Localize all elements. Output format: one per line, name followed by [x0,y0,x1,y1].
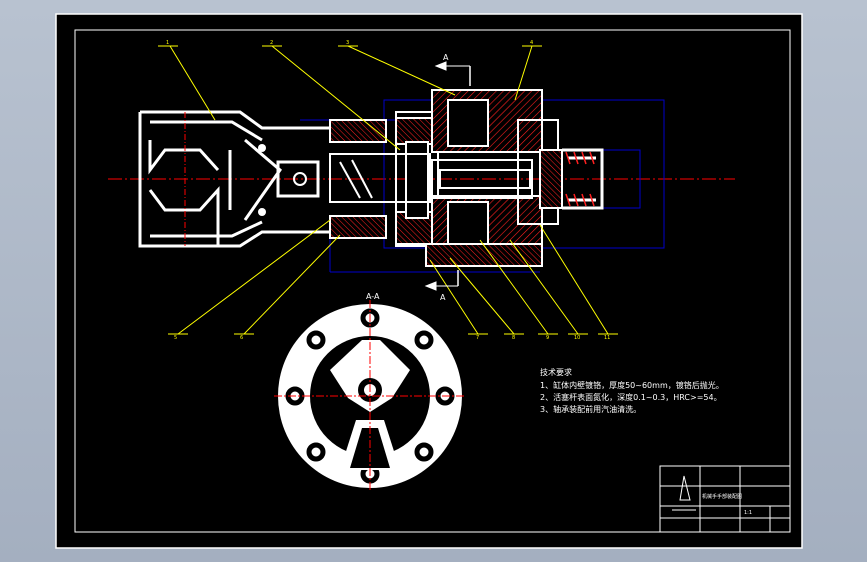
tech-requirement-3: 3、轴承装配前用汽油清洗。 [540,405,642,414]
finger-pins [258,144,307,216]
callout-labels: 1 2 3 4 5 6 7 8 9 10 11 [166,40,610,341]
tech-requirement-1: 1、缸体内壁镀铬，厚度50~60mm，镀铬后抛光。 [540,381,724,390]
gripper-fingers [138,110,330,248]
callout-8: 8 [512,335,515,341]
leader-lines [158,45,618,335]
title-block-figure [672,475,696,511]
section-marker-top [434,61,471,86]
cylinder-body [329,89,563,267]
section-letter-top: A [443,53,449,62]
piston-rod [329,153,531,203]
callout-3: 3 [346,40,349,46]
section-view-title: A-A [366,292,380,301]
callout-9: 9 [546,335,549,341]
title-block-drawing-name: 机械手手部装配图 [702,493,742,500]
callout-6: 6 [240,335,243,341]
spring-coils [565,151,595,207]
callout-7: 7 [476,335,479,341]
tech-requirement-2: 2、活塞杆表面氮化，深度0.1~0.3，HRC>=54。 [540,393,722,402]
section-marker-bottom [424,270,459,291]
callout-10: 10 [574,335,580,341]
section-view-aa [274,300,466,492]
title-block-scale: 1:1 [744,510,752,516]
callout-4: 4 [530,40,533,46]
callout-11: 11 [604,335,610,341]
callout-2: 2 [270,40,273,46]
callout-5: 5 [174,335,177,341]
callout-1: 1 [166,40,169,46]
title-block [659,465,791,533]
drawing-frame [74,29,791,533]
drawing-sheet [55,13,803,549]
tech-requirements-title: 技术要求 [540,368,572,377]
section-letter-bottom: A [440,293,446,302]
